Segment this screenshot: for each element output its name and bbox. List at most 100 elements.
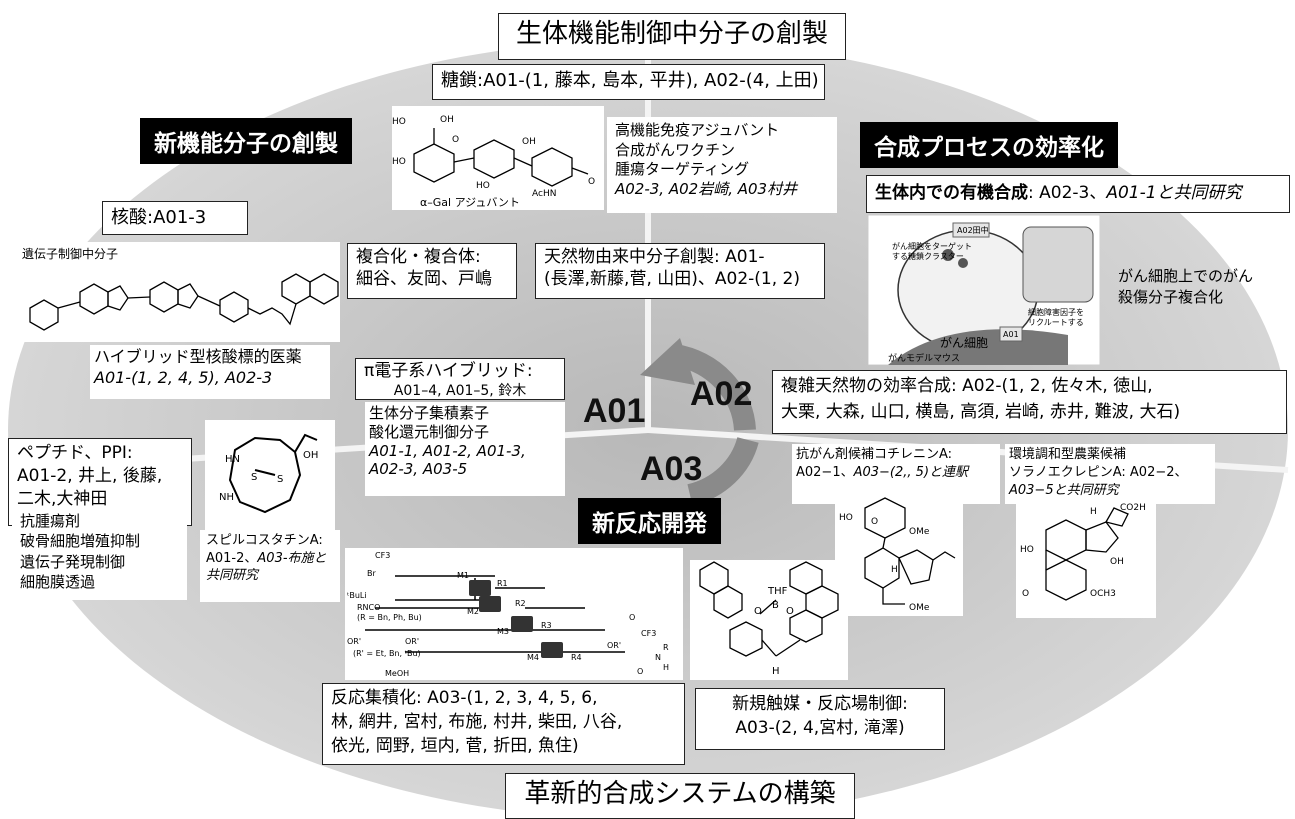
pi-italic-2: A02-3, A03-5 [369,460,468,479]
oh-2: OH [522,137,536,147]
peptide-effect-2: 破骨細胞増殖抑制 [20,532,141,551]
cat-thf: THF [767,586,788,597]
flow-m2: M2 [467,607,479,616]
pi-italic-1: A01-1, A01-2, A01-3, [369,441,526,460]
flow-buli: ᵗBuLi [347,591,367,600]
catalyst-line-2: A03-(2, 4,宮村, 滝澤) [735,717,905,738]
adjuvant-line-1: 高機能免疫アジュバント [615,121,780,139]
catalyst-box: 新規触媒・反応場制御: A03-(2, 4,宮村, 滝澤) [695,688,945,750]
pi-line-2: 酸化還元制御分子 [369,422,490,441]
peptide-line-2: A01-2, 井上, 後藤, [17,465,163,486]
acnh: AcHN [532,189,556,199]
flow-reaction-scheme: CF3 Br ᵗBuLi RNCO (R = Bn, Ph, Bu) OR' O… [345,548,683,680]
pi-title-box: π電子系ハイブリッド: A01–4, A01–5, 鈴木 [355,358,565,400]
alpha-gal-structure: HO OH HO O OH HO AcHN O α–Gal アジュバント [392,106,604,210]
flow-o1: O [629,613,635,622]
pi-title: π電子系ハイブリッド: [364,361,533,381]
ho-2: HO [392,157,406,167]
pi-details: 生体分子集積素子 酸化還元制御分子 A01-1, A01-2, A01-3, A… [365,402,565,496]
flow-cf3: CF3 [375,551,390,560]
ho-3: HO [476,181,490,191]
invivo-title-italic: A01-1と共同研究 [1106,183,1242,203]
flow-r: R [663,643,669,652]
sol-oh: OH [1110,557,1124,567]
hybrid-drug-line: ハイブリッド型核酸標的医薬 [94,347,302,366]
spiro-nh: NH [219,492,234,503]
spiro-box: スピルコスタチンA: A01-2、A03-布施と 共同研究 [200,530,340,602]
catalyst-structure: THF B O O H [690,560,848,680]
flow-r3: R3 [541,621,552,630]
adjuvant-box: 高機能免疫アジュバント 合成がんワクチン 腫瘍ターゲティング A02-3, A0… [607,117,837,213]
cat-o2: O [786,606,794,617]
flow-br: Br [367,569,376,578]
peptide-line-3: 二木,大神田 [17,488,108,509]
flow-meoh: MeOH [385,669,409,678]
invivo-desc-2: 殺傷分子複合化 [1118,288,1224,306]
invivo-title-bold: 生体内での有機合成 [875,183,1028,203]
spiro-hn: HN [225,454,240,465]
cot-ome2: OMe [909,603,930,613]
pi-line-1: 生体分子集積素子 [369,404,490,422]
natural-line-2: (長澤,新藤,菅, 山田)、A02-(1, 2) [544,269,800,290]
cot-o: O [871,517,878,527]
reaction-int-line-3: 依光, 岡野, 垣内, 菅, 折田, 魚住) [331,735,579,756]
invivo-label-4: A01 [1003,330,1019,339]
flow-or-1: OR' [347,637,361,646]
adjuvant-line-2: 合成がんワクチン [615,140,736,159]
spiro-italic-1: A03-布施と [257,550,327,566]
nucleic-title: 核酸:A01-3 [111,207,207,228]
flow-o2: O [637,667,643,676]
gene-caption: 遺伝子制御中分子 [22,246,118,261]
complex-synth-line-1: 複雑天然物の効率合成: A02-(1, 2, 佐々木, 徳山, [781,376,1153,396]
peptide-effect-1: 抗腫瘍剤 [20,512,81,530]
solano-line-2: ソラノエクレピンA: A02−2、 [1009,465,1188,481]
solano-box: 環境調和型農薬候補 ソラノエクレピンA: A02−2、 A03−5と共同研究 [1005,444,1215,504]
flow-n: N [655,653,661,662]
top-title-text: 生体機能制御中分子の創製 [515,19,828,49]
banner-efficiency: 合成プロセスの効率化 [860,122,1118,168]
flow-h: H [663,663,669,672]
invivo-title-rest: : A02-3、 [1028,183,1107,203]
o-2: O [588,177,595,187]
invivo-desc-1: がん細胞上でのがん [1118,267,1254,285]
oh-1: OH [440,115,454,125]
spiro-s1: S [251,472,257,483]
complex-line-1: 複合化・複合体: [356,247,481,267]
flow-r1: R1 [497,579,508,588]
sol-ho: HO [1020,545,1034,555]
natural-line-1: 天然物由来中分子創製: A01- [544,247,765,267]
o-1: O [452,135,459,145]
flow-r2: R2 [515,599,526,608]
solanoeclepin-structure: CO2H H HO OH OCH3 O [1016,500,1156,618]
flow-m4: M4 [527,653,539,662]
invivo-cell-label: がん細胞 [940,335,988,350]
label-a01: A01 [583,392,646,430]
gene-regulator-structure: 遺伝子制御中分子 [20,242,340,342]
adjuvant-line-3: 腫瘍ターゲティング [615,160,750,178]
flow-m3: M3 [497,627,509,636]
complex-box: 複合化・複合体: 細谷、友岡、戸嶋 [347,243,517,299]
peptide-line-1: ペプチド、PPI: [17,443,133,463]
cat-h: H [772,666,780,677]
ho-1: HO [392,117,406,127]
hybrid-drug-italic: A01-(1, 2, 4, 5), A02-3 [94,367,273,387]
invivo-label-1b: する糖鎖クラスター [892,251,964,261]
flow-rdef: (R = Bn, Ph, Bu) [357,613,422,622]
pi-subtitle: A01–4, A01–5, 鈴木 [393,383,527,400]
peptide-effect-4: 細胞膜透過 [20,572,96,591]
peptide-effects: 抗腫瘍剤 破骨細胞増殖抑制 遺伝子発現制御 細胞膜透過 [12,508,187,600]
hybrid-drug-box: ハイブリッド型核酸標的医薬 A01-(1, 2, 4, 5), A02-3 [90,345,330,399]
spiro-oh: OH [303,450,318,461]
reaction-integration-box: 反応集積化: A03-(1, 2, 3, 4, 5, 6, 林, 網井, 宮村,… [322,683,685,765]
invivo-figure: がん細胞をターゲット する糖鎖クラスター A02田中 細胞障害因子を リクルート… [868,215,1100,365]
alpha-gal-caption: α–Gal アジュバント [420,196,520,209]
reaction-int-line-2: 林, 網井, 宮村, 布施, 村井, 柴田, 八谷, [331,711,623,732]
solano-italic: A03−5と共同研究 [1009,483,1119,499]
invivo-label-3: 細胞障害因子を [1028,307,1084,317]
spiro-italic-2: 共同研究 [206,568,259,584]
sol-o: O [1022,589,1029,599]
label-a03: A03 [640,450,703,488]
complex-line-2: 細谷、友岡、戸嶋 [356,269,492,290]
cotylenin-italic: A03−(2,, 5)と連駅 [853,465,969,481]
bottom-title: 革新的合成システムの構築 [505,773,855,819]
